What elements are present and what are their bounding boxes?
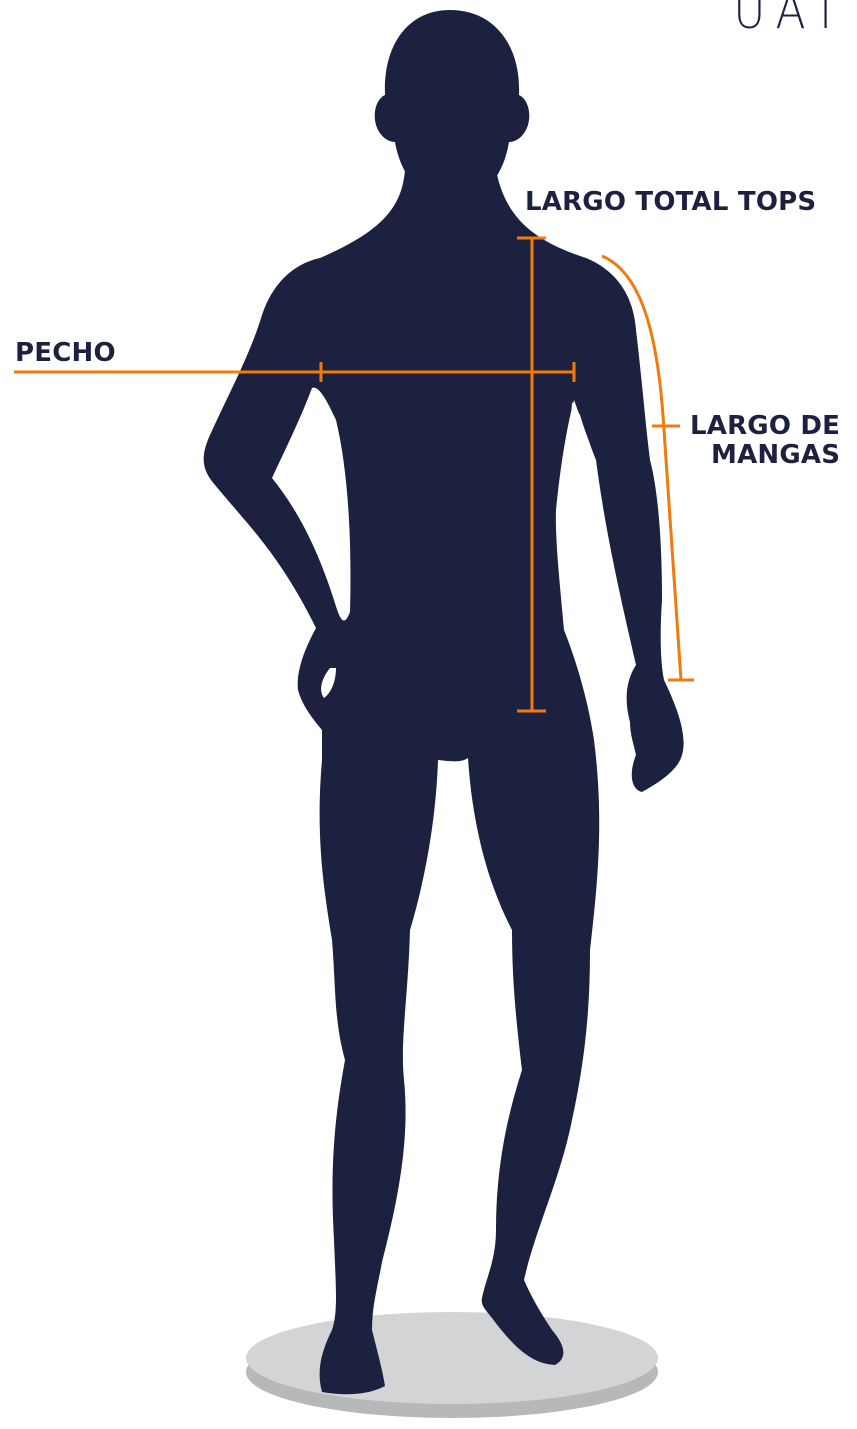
sleeve-label-line2: MANGAS bbox=[690, 441, 840, 470]
chest-label: PECHO bbox=[15, 339, 116, 368]
mannequin-silhouette bbox=[204, 10, 684, 1394]
brand-logo: UAT bbox=[733, 0, 849, 41]
display-base bbox=[246, 1312, 658, 1418]
base-top bbox=[246, 1312, 658, 1404]
sleeve-length-label: LARGO DE MANGAS bbox=[690, 412, 840, 470]
total-length-label: LARGO TOTAL TOPS bbox=[525, 188, 816, 217]
head bbox=[375, 10, 530, 180]
body bbox=[204, 170, 684, 1394]
sleeve-label-line1: LARGO DE bbox=[690, 412, 840, 441]
